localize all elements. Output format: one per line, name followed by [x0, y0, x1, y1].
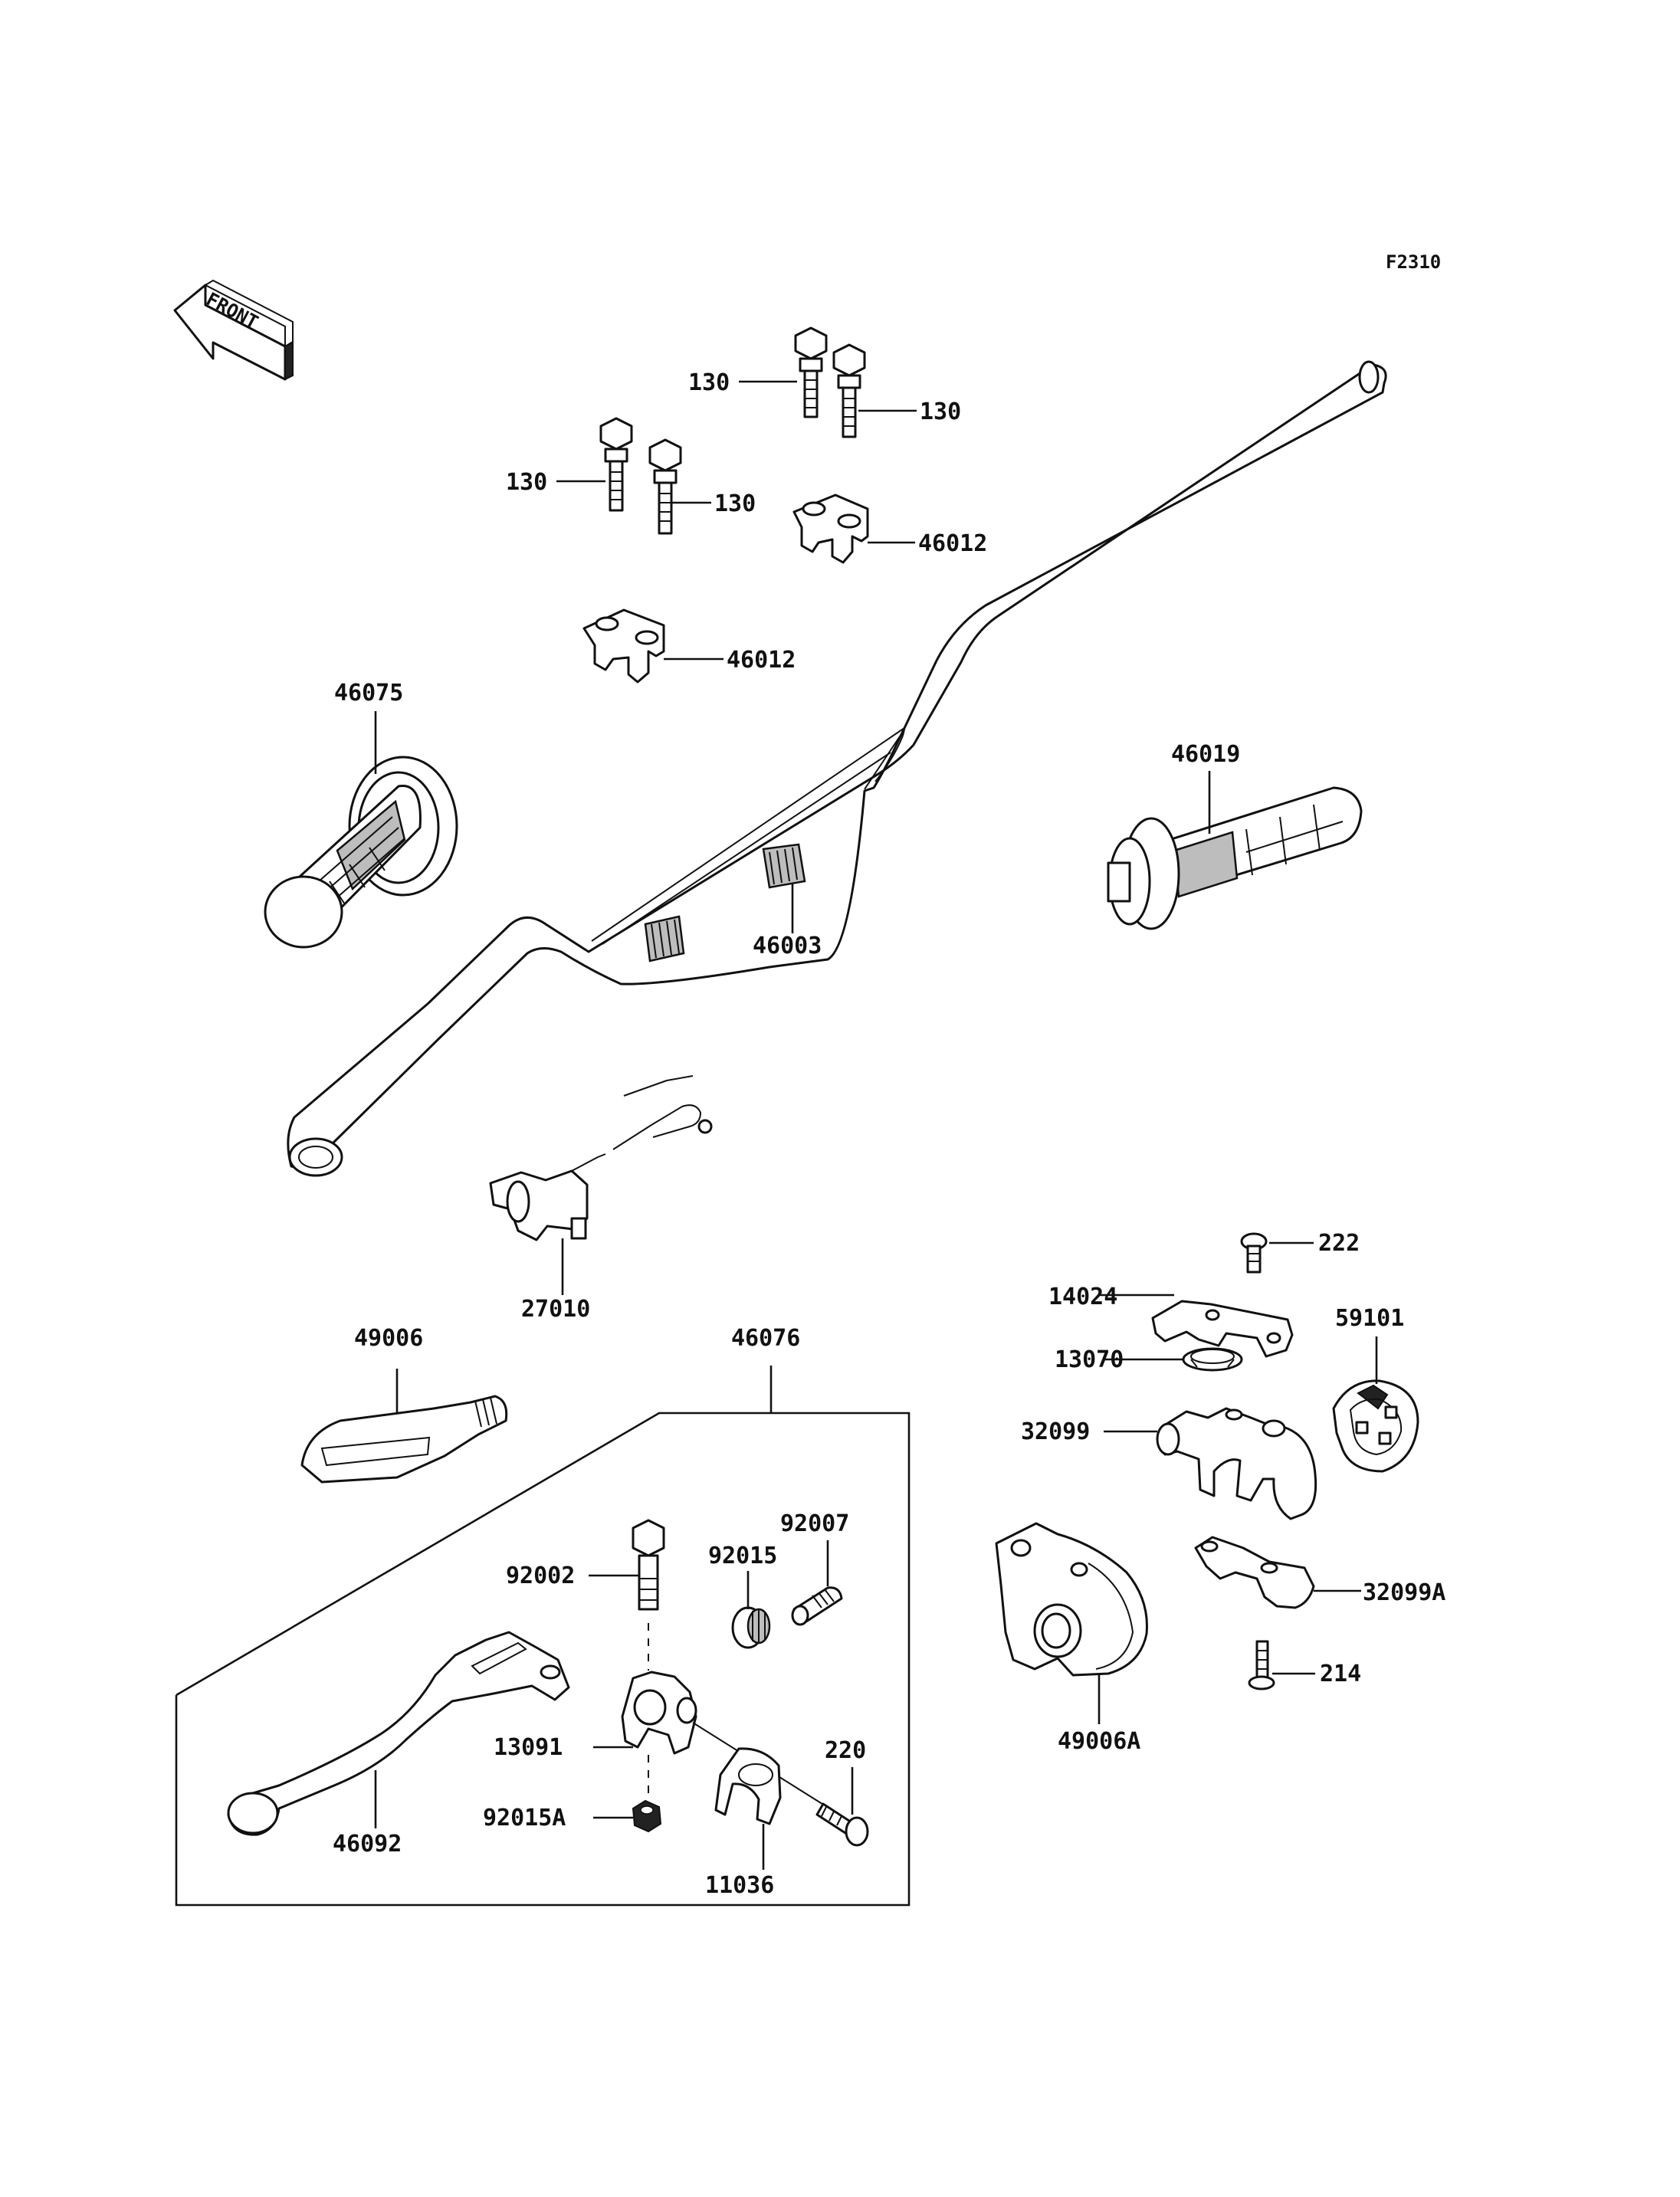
screw-214-icon [1248, 1640, 1275, 1690]
cover-49006a-icon [995, 1522, 1148, 1677]
holder-upper-a-icon [792, 494, 869, 564]
handlebar-icon [287, 360, 1387, 1177]
screw-222-icon [1240, 1232, 1268, 1274]
label-92015: 92015 [708, 1543, 777, 1569]
bolt-130-a-icon [794, 326, 828, 418]
label-32099a: 32099A [1363, 1579, 1445, 1606]
grip-left-icon [264, 756, 458, 949]
screw-220-icon [692, 1722, 869, 1847]
label-14024: 14024 [1048, 1284, 1117, 1310]
holder-13091-icon [621, 1623, 697, 1793]
label-13091: 13091 [494, 1734, 563, 1761]
case-32099-icon [1156, 1407, 1317, 1520]
label-92007: 92007 [780, 1510, 849, 1537]
switch-icon [489, 1075, 713, 1241]
label-130-c: 130 [506, 469, 547, 496]
front-arrow-icon: FRONT [173, 279, 294, 381]
nut-92015a-icon [632, 1799, 662, 1833]
label-32099: 32099 [1021, 1418, 1090, 1445]
label-49006: 49006 [354, 1325, 423, 1352]
nut-92015-icon [731, 1606, 771, 1649]
bolt-92002-icon [632, 1519, 665, 1611]
label-130-d: 130 [714, 490, 756, 517]
bolt-130-b-icon [832, 343, 866, 438]
label-92002: 92002 [506, 1562, 575, 1589]
label-11036: 11036 [705, 1872, 774, 1899]
case-32099a-icon [1194, 1536, 1315, 1609]
lever-assy-box [175, 1412, 911, 1907]
label-92015a: 92015A [483, 1805, 566, 1831]
label-220: 220 [825, 1737, 866, 1764]
lever-46092-icon [227, 1631, 570, 1836]
figure-id: F2310 [1386, 251, 1441, 273]
spring-13070-icon [1182, 1347, 1243, 1372]
pulley-59101-icon [1332, 1379, 1419, 1473]
label-27010: 27010 [521, 1296, 590, 1323]
label-46019: 46019 [1171, 741, 1240, 768]
label-46003: 46003 [753, 933, 822, 959]
pad-icon [644, 843, 806, 962]
adjuster-92007-icon [791, 1586, 843, 1626]
label-214: 214 [1320, 1661, 1361, 1687]
plate-14024-icon [1151, 1300, 1294, 1358]
label-130-b: 130 [920, 398, 961, 425]
label-46012-a: 46012 [918, 530, 987, 557]
label-222: 222 [1318, 1230, 1360, 1257]
clamp-11036-icon [714, 1747, 782, 1825]
label-13070: 13070 [1055, 1346, 1124, 1373]
label-46092: 46092 [333, 1831, 402, 1858]
holder-upper-b-icon [582, 608, 665, 684]
label-49006a: 49006A [1058, 1728, 1140, 1755]
bolt-130-c-icon [599, 417, 633, 512]
label-46012-b: 46012 [727, 647, 796, 674]
lever-cover-icon [300, 1395, 508, 1484]
bolt-130-d-icon [648, 438, 682, 535]
label-46076: 46076 [731, 1325, 800, 1352]
label-130-a: 130 [688, 369, 730, 396]
label-59101: 59101 [1335, 1305, 1404, 1332]
label-46075: 46075 [334, 680, 403, 707]
grip-right-icon [1107, 786, 1363, 930]
